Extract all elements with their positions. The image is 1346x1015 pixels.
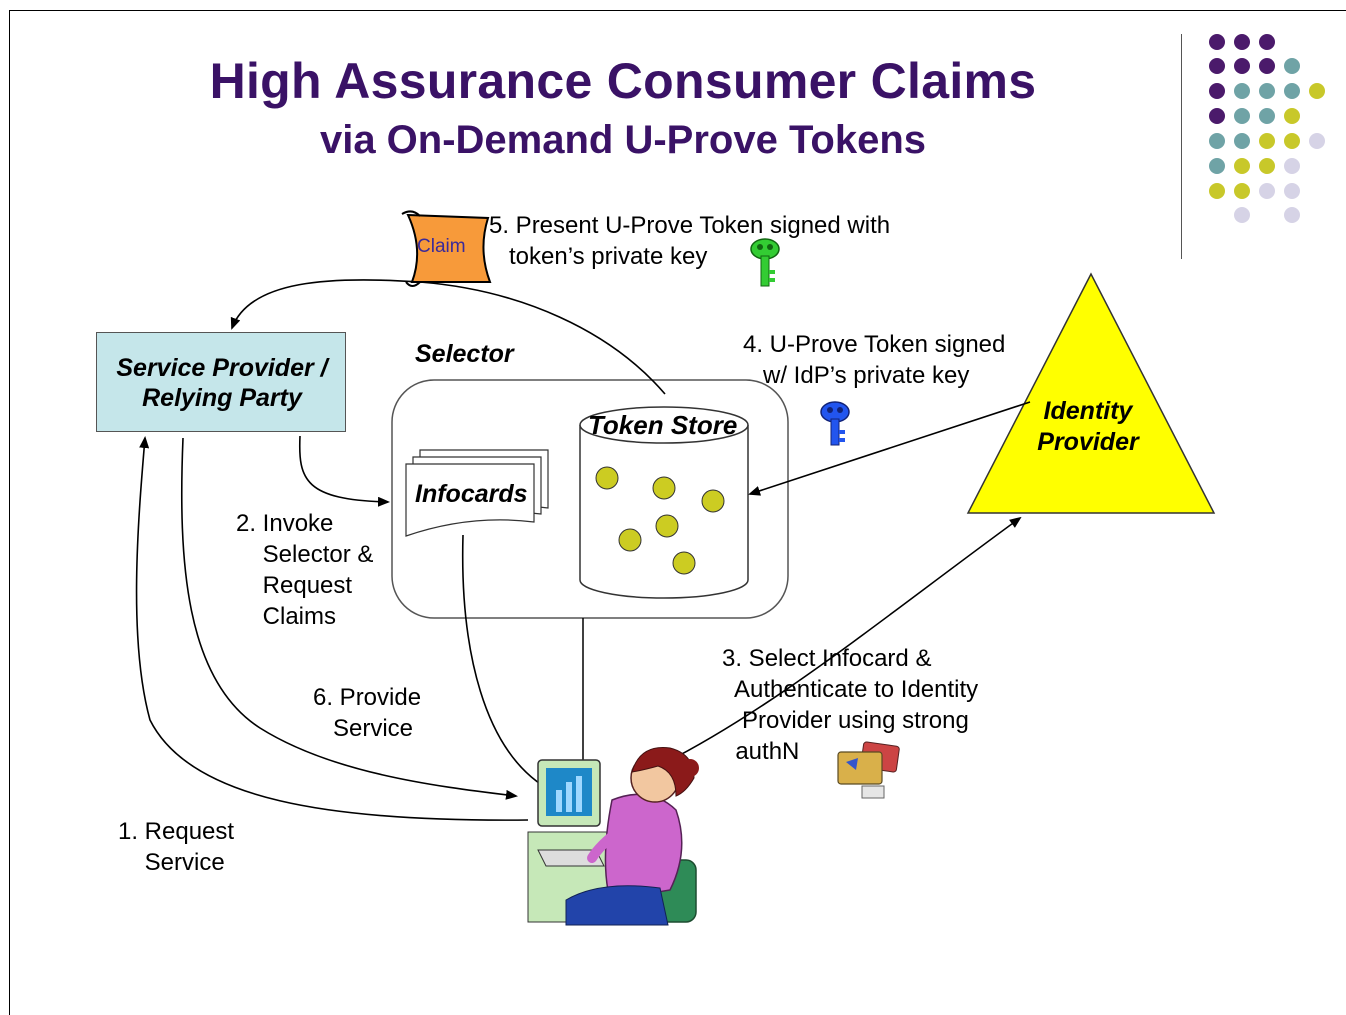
slide-subtitle: via On-Demand U-Prove Tokens: [319, 118, 927, 162]
infocards-stack: [405, 449, 549, 537]
deco-dot: [1259, 58, 1275, 74]
infocards-label: Infocards: [415, 480, 528, 508]
claim-label: Claim: [417, 236, 466, 257]
deco-dot: [1209, 58, 1225, 74]
identity-provider-triangle: [966, 272, 1216, 514]
deco-dot: [1234, 183, 1250, 199]
token-dot: [652, 476, 676, 500]
deco-dot: [1309, 133, 1325, 149]
deco-dot: [1284, 158, 1300, 174]
deco-dot: [1259, 34, 1275, 50]
step-1-label: 1. Request Service: [118, 818, 235, 876]
service-provider-label: Service Provider / Relying Party: [116, 354, 328, 412]
token-dot: [701, 489, 725, 513]
deco-dot: [1284, 108, 1300, 124]
slide-title: High Assurance Consumer Claims: [209, 53, 1037, 109]
deco-dot: [1234, 108, 1250, 124]
token-dot: [672, 551, 696, 575]
deco-dot: [1259, 133, 1275, 149]
deco-dot: [1234, 207, 1250, 223]
deco-dot: [1284, 207, 1300, 223]
deco-dot: [1234, 158, 1250, 174]
deco-dot: [1209, 108, 1225, 124]
deco-dot: [1234, 83, 1250, 99]
deco-dot: [1284, 58, 1300, 74]
line-infocard-to-user: [461, 534, 561, 796]
deco-dot: [1259, 108, 1275, 124]
token-store-label: Token Store: [588, 410, 738, 440]
service-provider-box: Service Provider / Relying Party: [96, 332, 346, 432]
token-dot: [655, 514, 679, 538]
arrow-invoke-selector: [298, 435, 390, 507]
green-key-icon: [750, 238, 780, 287]
deco-dot: [1309, 83, 1325, 99]
step-2-label: 2. Invoke Selector & Request Claims: [236, 510, 374, 630]
token-store-cylinder: [579, 406, 749, 599]
arrow-provide-service: [180, 437, 518, 800]
deco-dot: [1234, 34, 1250, 50]
deco-dot: [1259, 158, 1275, 174]
user-at-computer-icon: [527, 747, 699, 926]
step-3-label: 3. Select Infocard & Authenticate to Ide…: [722, 645, 979, 765]
blue-key-icon: [820, 401, 850, 446]
identity-provider-label: Identity Provider: [1037, 397, 1139, 456]
deco-dot: [1234, 133, 1250, 149]
deco-dot: [1259, 83, 1275, 99]
divider-line: [1181, 34, 1182, 259]
token-dots: [595, 466, 725, 575]
deco-dot: [1209, 133, 1225, 149]
credit-cards-icon: [837, 741, 900, 799]
deco-dot: [1284, 83, 1300, 99]
token-dot: [595, 466, 619, 490]
arrow-request-service: [135, 436, 529, 821]
deco-dot: [1259, 183, 1275, 199]
deco-dot: [1209, 83, 1225, 99]
slide-frame: [9, 10, 1346, 1015]
selector-label: Selector: [415, 340, 514, 368]
arrow-authenticate: [639, 516, 1022, 776]
deco-dot: [1234, 58, 1250, 74]
deco-dot: [1209, 158, 1225, 174]
token-dot: [618, 528, 642, 552]
decorative-dots: [1209, 34, 1325, 223]
scroll-icon: [401, 210, 492, 287]
step-6-label: 6. Provide Service: [313, 684, 422, 742]
deco-dot: [1209, 34, 1225, 50]
step-5-label: 5. Present U-Prove Token signed with tok…: [489, 212, 891, 270]
step-4-label: 4. U-Prove Token signed w/ IdP’s private…: [743, 331, 1006, 389]
arrow-token-issued: [748, 401, 1031, 496]
deco-dot: [1209, 183, 1225, 199]
deco-dot: [1284, 133, 1300, 149]
deco-dot: [1284, 183, 1300, 199]
